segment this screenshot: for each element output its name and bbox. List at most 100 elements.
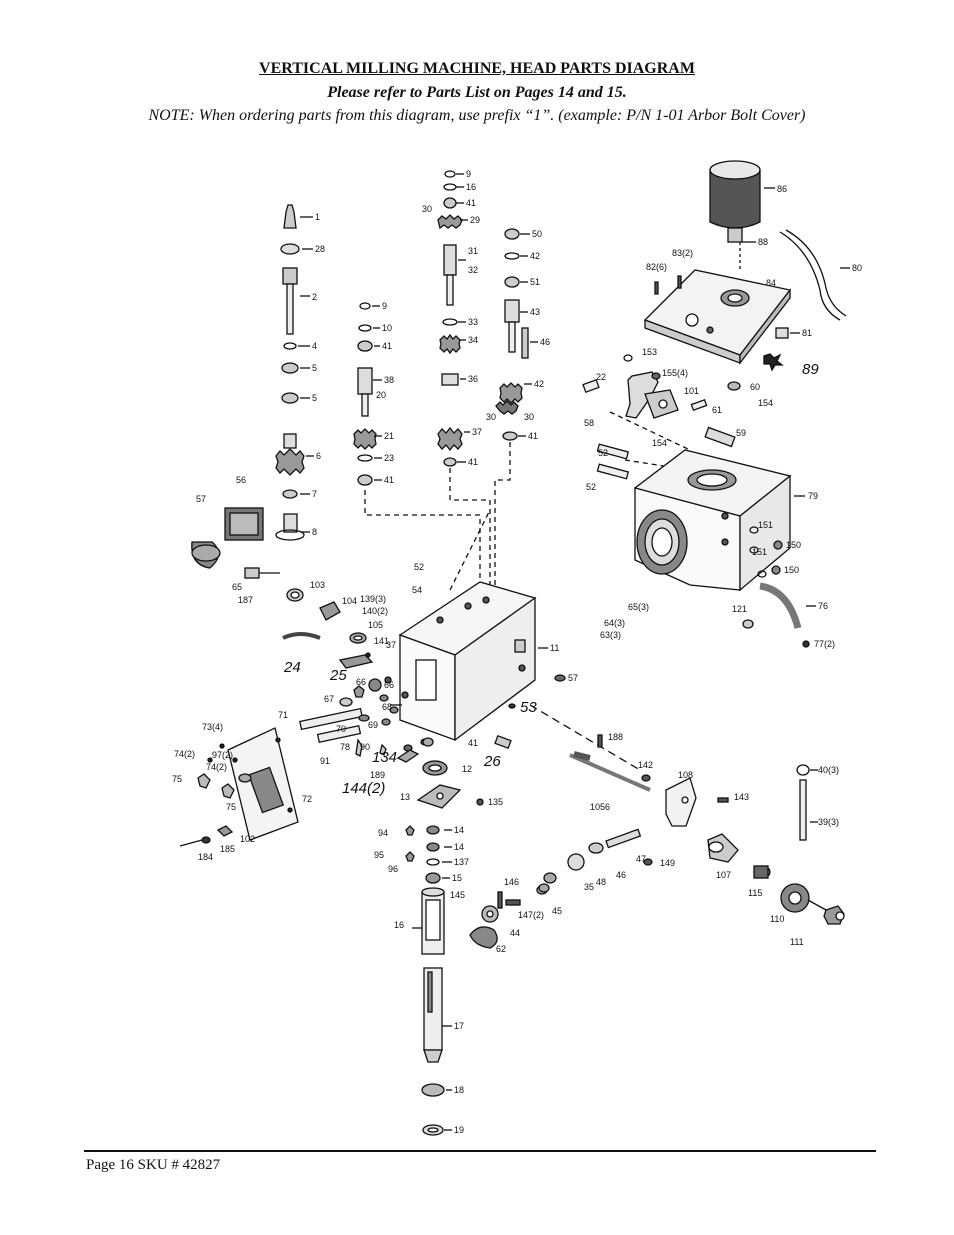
callout: 41 <box>466 198 476 208</box>
callout: 25 <box>329 667 347 684</box>
callout: 73(4) <box>202 722 223 732</box>
callout: 13 <box>400 792 410 802</box>
callout: 21 <box>384 431 394 441</box>
callout: 80 <box>852 263 862 273</box>
callout: 34 <box>468 335 478 345</box>
callout: 41 <box>468 457 478 467</box>
callout: 150 <box>784 565 799 575</box>
callout: 146 <box>504 877 519 887</box>
callout: 135 <box>488 797 503 807</box>
callout: 41 <box>468 738 478 748</box>
callout: 44 <box>510 928 520 938</box>
callout: 37 <box>386 640 396 650</box>
callout: 10 <box>382 323 392 333</box>
pinion-shaft-area <box>299 685 430 763</box>
callout: 47 <box>636 854 646 864</box>
callout: 48 <box>596 877 606 887</box>
callout: 46 <box>540 337 550 347</box>
callout: 33 <box>468 317 478 327</box>
callout: 9 <box>382 301 387 311</box>
callout: 102 <box>240 834 255 844</box>
callout: 65 <box>232 582 242 592</box>
callout: 4 <box>312 341 317 351</box>
callout: 7 <box>312 489 317 499</box>
callout: 52 <box>598 448 608 458</box>
callout: 108 <box>678 770 693 780</box>
callout: 63(3) <box>600 630 621 640</box>
callout: 95 <box>374 850 384 860</box>
callout: 64(3) <box>604 618 625 628</box>
callout: 82(6) <box>646 262 667 272</box>
quill-column <box>405 735 512 1136</box>
upper-bracket-group <box>582 354 741 480</box>
callout: 2 <box>312 292 317 302</box>
callout: 9 <box>466 169 471 179</box>
gear-shaft-column-2 <box>353 302 481 590</box>
callout: 43 <box>530 307 540 317</box>
callout: 45 <box>552 906 562 916</box>
callout: 50 <box>532 229 542 239</box>
callout: 1 <box>315 212 320 222</box>
callout: 69 <box>368 720 378 730</box>
callout: 155(4) <box>662 368 688 378</box>
callout: 81 <box>802 328 812 338</box>
callout: 71 <box>278 710 288 720</box>
callout: 111 <box>790 937 804 947</box>
callout: 67 <box>324 694 334 704</box>
callout: 78 <box>340 742 350 752</box>
callout: 37 <box>472 427 482 437</box>
callout: 38 <box>384 375 394 385</box>
page-title: VERTICAL MILLING MACHINE, HEAD PARTS DIA… <box>259 60 695 77</box>
callout: 42 <box>530 251 540 261</box>
callout: 65(3) <box>628 602 649 612</box>
callout: 121 <box>732 604 747 614</box>
callout: 143 <box>734 792 749 802</box>
callout: 188 <box>608 732 623 742</box>
callout: 39(3) <box>818 817 839 827</box>
callout: 105 <box>368 620 383 630</box>
callout: 28 <box>315 244 325 254</box>
callout: 70 <box>336 724 346 734</box>
callout: 11 <box>550 643 559 653</box>
callout: 5 <box>312 363 317 373</box>
callout: 26 <box>483 753 501 770</box>
callout: 16 <box>394 920 404 930</box>
callout: 97(2) <box>212 750 233 760</box>
callout: 88 <box>758 237 768 247</box>
callout: 91 <box>320 756 330 766</box>
callout: 147(2) <box>518 910 544 920</box>
spindle-column-left <box>275 204 314 541</box>
callout: 57 <box>568 673 578 683</box>
callout: 96 <box>388 864 398 874</box>
callout: 60 <box>750 382 760 392</box>
callout: 66 <box>384 680 394 690</box>
callout: 187 <box>238 595 253 605</box>
callout: 86 <box>777 184 787 194</box>
callout: 107 <box>716 870 731 880</box>
callout: 62 <box>496 944 506 954</box>
gear-shaft-column-3 <box>437 170 491 590</box>
callout: 150 <box>786 540 801 550</box>
callout: 17 <box>454 1021 464 1031</box>
footer-rule <box>84 1150 876 1152</box>
callout: 154 <box>652 438 667 448</box>
callout: 14 <box>454 842 464 852</box>
callout: 18 <box>454 1085 464 1095</box>
callout: 189 <box>370 770 385 780</box>
callout: 22 <box>596 372 606 382</box>
callout: 32 <box>468 265 478 275</box>
main-housing <box>390 509 641 771</box>
callout: 94 <box>378 828 388 838</box>
callout: 14 <box>454 825 464 835</box>
callout: 101 <box>684 386 699 396</box>
callout: 16 <box>466 182 476 192</box>
callout: 41 <box>528 431 538 441</box>
callout: 31 <box>468 246 478 256</box>
callout: 54 <box>412 585 422 595</box>
callout: 51 <box>530 277 540 287</box>
callout: 15 <box>452 873 462 883</box>
callout: 12 <box>462 764 472 774</box>
callout: 53 <box>520 699 537 716</box>
callout: 30 <box>524 412 534 422</box>
callout: 19 <box>454 1125 464 1135</box>
